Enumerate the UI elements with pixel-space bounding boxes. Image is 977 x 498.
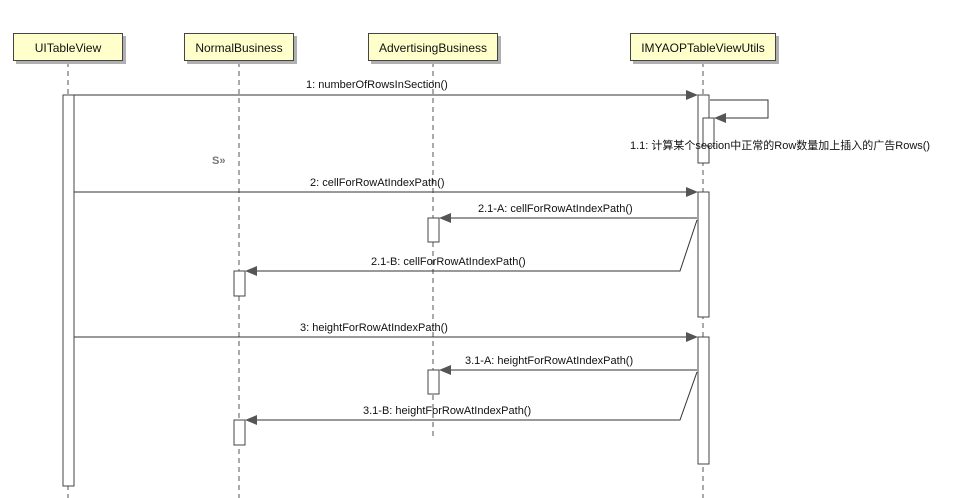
- message-label-1: 1: numberOfRowsInSection(): [306, 79, 448, 91]
- message-arrow-2-1-b: [245, 219, 698, 276]
- message-arrow-3-1-b: [245, 371, 698, 425]
- participant-normalbusiness[interactable]: NormalBusiness: [184, 33, 294, 61]
- activation-imyaop-3: [697, 336, 710, 465]
- message-label-2: 2: cellForRowAtIndexPath(): [310, 177, 445, 189]
- stereotype-icon[interactable]: S»: [212, 155, 226, 167]
- activation-normal-1: [233, 270, 246, 297]
- activation-advertising-2: [427, 369, 440, 395]
- message-label-3-1-a: 3.1-A: heightForRowAtIndexPath(): [465, 355, 634, 367]
- activation-normal-2: [233, 419, 246, 446]
- participant-advertisingbusiness[interactable]: AdvertisingBusiness: [368, 33, 498, 61]
- message-label-3-1-b: 3.1-B: heightForRowAtIndexPath(): [363, 405, 532, 417]
- activation-uitableview: [62, 94, 75, 487]
- message-label-2-1-b: 2.1-B: cellForRowAtIndexPath(): [371, 256, 526, 268]
- message-label-2-1-a: 2.1-A: cellForRowAtIndexPath(): [478, 203, 633, 215]
- participant-uitableview[interactable]: UITableView: [13, 33, 123, 61]
- activation-advertising-1: [427, 217, 440, 243]
- activation-imyaop-2: [697, 191, 710, 318]
- message-label-3: 3: heightForRowAtIndexPath(): [300, 322, 448, 334]
- message-label-1-1: 1.1: 计算某个section中正常的Row数量加上插入的广告Rows(): [630, 140, 931, 152]
- message-arrow-1-1: [710, 99, 769, 123]
- participant-imyaoptableviewutils[interactable]: IMYAOPTableViewUtils: [630, 33, 776, 61]
- activation-imyaop-1-self: [702, 117, 715, 147]
